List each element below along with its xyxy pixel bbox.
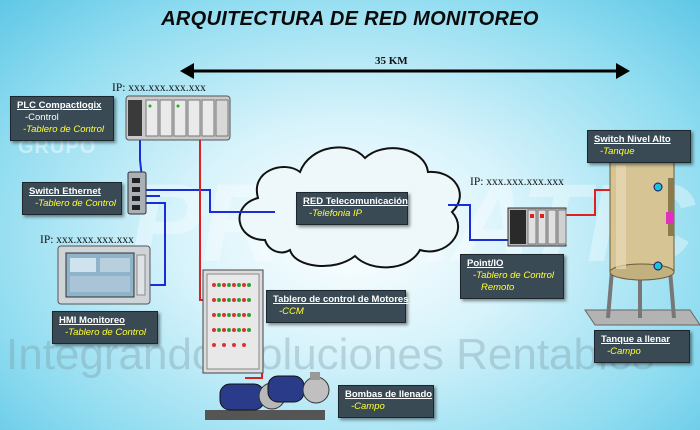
switch-nivel-label: Switch Nivel Alto -Tanque xyxy=(587,130,691,163)
pointio-label-title: Point/IO xyxy=(467,258,504,269)
plc-ip: IP: xxx.xxx.xxx.xxx xyxy=(112,82,206,94)
switch-label-title: Switch Ethernet xyxy=(29,186,101,197)
hmi-label-title: HMI Monitoreo xyxy=(59,315,125,326)
plc-label: PLC Compactlogix -Control -Tablero de Co… xyxy=(10,96,114,141)
distance-label: 35 KM xyxy=(375,55,408,67)
switch-label: Switch Ethernet -Tablero de Control xyxy=(22,182,122,215)
hmi-label: HMI Monitoreo -Tablero de Control xyxy=(52,311,158,344)
ethernet-switch-device xyxy=(127,171,147,215)
point-io-ip: IP: xxx.xxx.xxx.xxx xyxy=(470,176,564,188)
tanque-label-line1: -Campo xyxy=(607,346,641,357)
pointio-label-line2: Remoto xyxy=(481,282,515,293)
switch-nivel-label-title: Switch Nivel Alto xyxy=(594,134,671,145)
hmi-ip: IP: xxx.xxx.xxx.xxx xyxy=(40,234,134,246)
point-io-device xyxy=(507,207,567,247)
tank-device xyxy=(584,151,700,326)
switch-nivel-label-line1: -Tanque xyxy=(600,146,635,157)
plc-label-line1: -Control xyxy=(25,112,59,123)
switch-label-line1: -Tablero de Control xyxy=(35,198,116,209)
ccm-label: Tablero de control de Motores -CCM xyxy=(266,290,409,323)
plc-device xyxy=(125,95,231,141)
bombas-label-line1: -Campo xyxy=(351,401,385,412)
distance-arrow xyxy=(180,63,630,79)
hmi-label-line1: -Tablero de Control xyxy=(65,327,146,338)
plc-label-title: PLC Compactlogix xyxy=(17,100,102,111)
pumps-device xyxy=(205,372,330,420)
hmi-device xyxy=(57,245,151,305)
red-label-title: RED Telecomunicación xyxy=(303,196,408,207)
red-label: RED Telecomunicación -Telefonia IP xyxy=(296,192,408,225)
motor-control-panel xyxy=(202,269,264,374)
ccm-label-title: Tablero de control de Motores xyxy=(273,294,409,305)
red-label-line1: -Telefonia IP xyxy=(309,208,362,219)
pointio-label-line1: -Tablero de Control xyxy=(473,270,554,281)
bombas-label-title: Bombas de llenado xyxy=(345,389,433,400)
tanque-label: Tanque a llenar -Campo xyxy=(594,330,690,363)
pointio-label: Point/IO -Tablero de Control Remoto xyxy=(460,254,564,299)
plc-label-line2: -Tablero de Control xyxy=(23,124,104,135)
bombas-label: Bombas de llenado -Campo xyxy=(338,385,434,418)
ccm-label-line1: -CCM xyxy=(279,306,304,317)
tanque-label-title: Tanque a llenar xyxy=(601,334,670,345)
diagram-title: ARQUITECTURA DE RED MONITOREO xyxy=(161,8,539,30)
watermark-group: GRUPO xyxy=(18,136,97,158)
